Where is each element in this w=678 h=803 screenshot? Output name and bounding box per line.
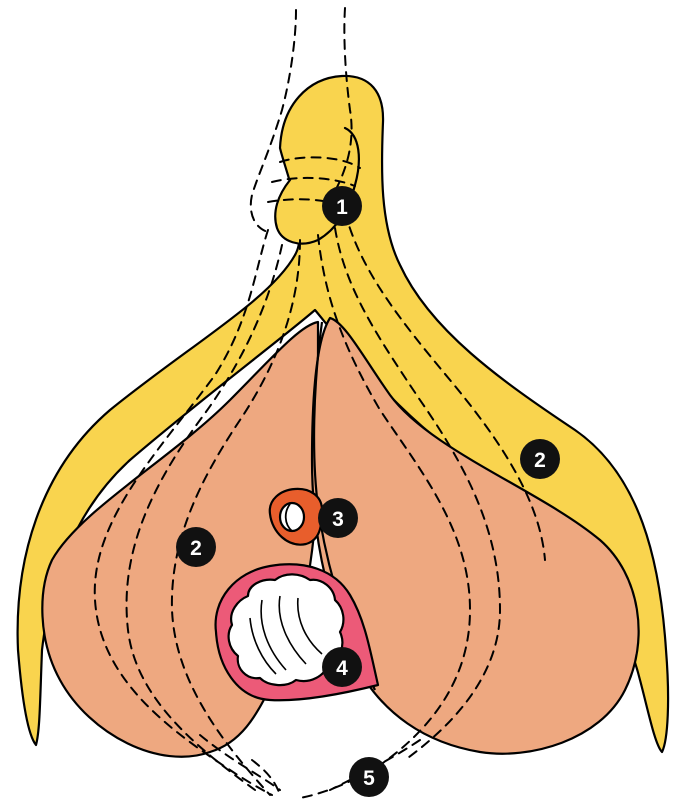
marker-4: 4 xyxy=(322,647,362,687)
marker-2-left-label: 2 xyxy=(190,537,202,560)
marker-2-right: 2 xyxy=(520,439,560,479)
marker-5: 5 xyxy=(349,757,389,797)
marker-2-right-label: 2 xyxy=(534,449,546,472)
marker-1: 1 xyxy=(322,186,362,226)
marker-2-left: 2 xyxy=(176,527,216,567)
marker-3: 3 xyxy=(318,498,358,538)
marker-1-label: 1 xyxy=(336,196,348,219)
marker-3-label: 3 xyxy=(332,508,344,531)
marker-5-label: 5 xyxy=(363,767,375,790)
marker-4-label: 4 xyxy=(336,657,348,680)
urethral-lumen xyxy=(280,503,304,531)
